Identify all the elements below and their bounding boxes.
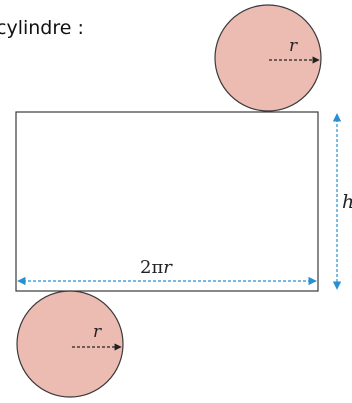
net-heading: cylindre : bbox=[0, 17, 84, 39]
bottom-disc-shape bbox=[16, 290, 124, 398]
top-radius-label: r bbox=[289, 36, 298, 56]
height-label: h bbox=[342, 191, 352, 213]
circumference-label: 2πr bbox=[140, 257, 173, 278]
circumference-variable: r bbox=[163, 257, 173, 278]
circumference-dimension: 2πr bbox=[17, 257, 317, 286]
top-base-disc: r bbox=[214, 4, 322, 112]
bottom-radius-label: r bbox=[93, 322, 102, 342]
bottom-base-disc: r bbox=[16, 290, 124, 398]
top-disc-shape bbox=[214, 4, 322, 112]
height-dimension: h bbox=[332, 113, 352, 290]
lateral-surface-rectangle bbox=[15, 111, 319, 292]
circumference-coefficient: 2π bbox=[140, 257, 163, 278]
